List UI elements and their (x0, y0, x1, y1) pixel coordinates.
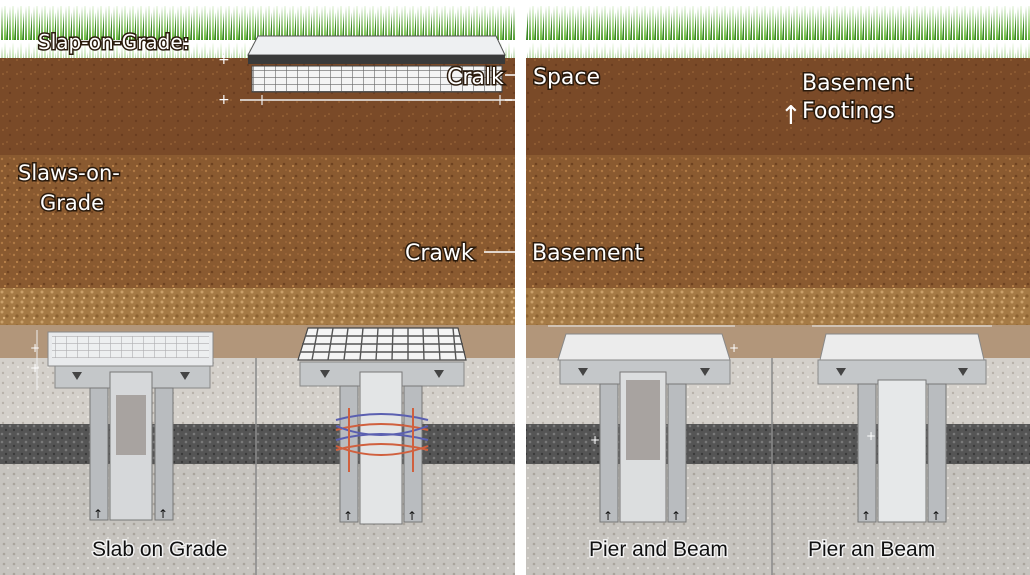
gravel-layer-left (0, 288, 515, 328)
svg-text:+: + (866, 429, 876, 443)
svg-text:↑: ↑ (158, 507, 168, 521)
svg-text:↑: ↑ (407, 509, 417, 523)
dark-rock-layer-left (0, 424, 515, 466)
bottom-rock-layer-left (0, 464, 515, 575)
slab-on-grade-foundation: + + ↑ ↑ (30, 330, 214, 521)
svg-text:+: + (590, 433, 600, 447)
svg-text:+: + (218, 92, 230, 108)
svg-text:+: + (218, 52, 230, 68)
gravel-layer-right (526, 288, 1030, 328)
up-arrow-icon: ↑ (780, 101, 802, 131)
left-panel: + + + + ↑ ↑ (0, 6, 515, 575)
label-slaws-on-line1: Slaws-on- (18, 161, 120, 185)
pier-and-beam-foundation: + + ↑ ↑ (548, 325, 739, 523)
subsoil-left (0, 155, 515, 290)
svg-text:↑: ↑ (931, 509, 941, 523)
svg-text:+: + (30, 361, 40, 375)
label-cralk: Cralk (447, 65, 504, 90)
label-basement: Basement (532, 241, 643, 266)
topsoil-right (526, 58, 1030, 158)
label-crawk: Crawk (405, 241, 474, 266)
svg-text:+: + (729, 341, 739, 355)
svg-text:+: + (30, 341, 40, 355)
label-space: Space (533, 65, 600, 90)
caption-pier-an-beam: Pier an Beam (808, 538, 935, 561)
label-basement-footings-line1: Basement (802, 71, 913, 96)
label-slaws-on-line2: Grade (40, 191, 104, 215)
label-slap-on-grade: Slap-on-Grade: (38, 30, 189, 54)
slab-grid-illustration: + + (218, 35, 512, 108)
svg-text:↑: ↑ (861, 509, 871, 523)
caption-slab-on-grade: Slab on Grade (92, 538, 227, 561)
svg-text:↑: ↑ (671, 509, 681, 523)
caption-pier-and-beam: Pier and Beam (589, 538, 728, 561)
pier-an-beam-foundation: + ↑ ↑ (812, 325, 992, 523)
subsoil-right (526, 155, 1030, 290)
svg-text:↑: ↑ (93, 507, 103, 521)
right-panel: + + ↑ ↑ + ↑ ↑ ↑ (526, 6, 1030, 575)
label-basement-footings-line2: Footings (802, 99, 895, 124)
svg-text:↑: ↑ (343, 509, 353, 523)
grass-right (526, 6, 1030, 62)
rebar-coil (335, 408, 429, 472)
svg-text:↑: ↑ (603, 509, 613, 523)
panel-gap (515, 0, 526, 575)
pier-grid-foundation: ↑ ↑ (297, 327, 467, 525)
